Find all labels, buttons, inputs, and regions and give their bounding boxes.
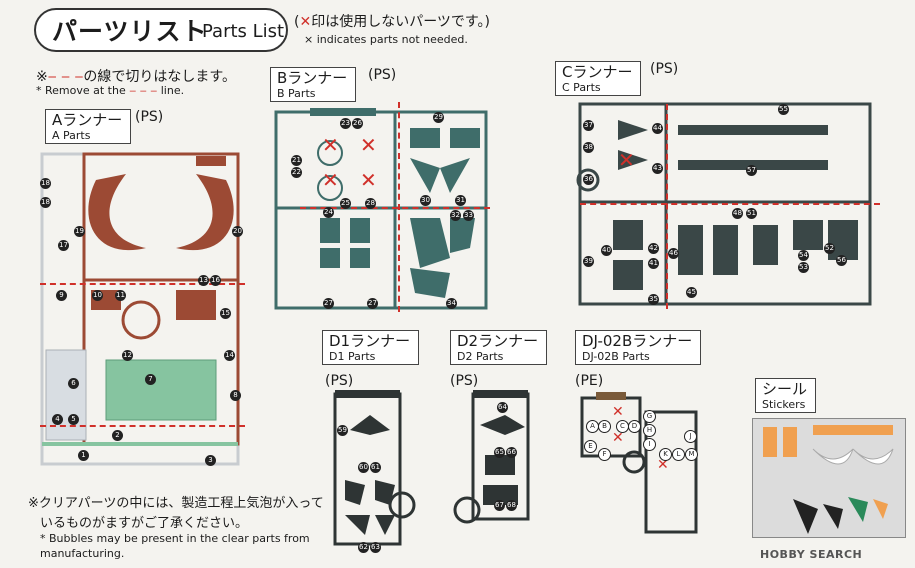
runner-d1-material: (PS) [325,373,354,389]
sticker-sheet [752,418,906,538]
watermark: HOBBY SEARCH [760,548,863,561]
runner-a-label: Aランナー A Parts [45,109,132,144]
runner-dj-label: DJ-02Bランナー DJ-02B Parts [575,330,702,365]
sticker-sheet-art [763,425,894,534]
runner-d1-label: D1ランナー D1 Parts [322,330,420,365]
title-frame [34,8,288,52]
runner-a-numbers: 18 18 [40,178,51,208]
runner-c-material: (PS) [650,61,679,77]
page-title-jp: パーツリスト [52,17,208,46]
runner-c-label: Cランナー C Parts [555,61,642,96]
unused-part-mark: ✕ [657,457,669,473]
bubbles-note-en-1: * Bubbles may be present in the clear pa… [40,532,310,545]
runner-d2-label: D2ランナー D2 Parts [450,330,548,365]
runner-b-cut-line-h [300,207,490,209]
unused-note-en: × indicates parts not needed. [304,33,468,46]
runner-d1-diagram [333,390,416,546]
runner-b-diagram [274,108,488,310]
runner-d2-material: (PS) [450,373,479,389]
runner-b-label: Bランナー B Parts [270,67,357,102]
unused-note: (✕印は使用しないパーツです。) [294,14,490,30]
unused-part-mark: ✕ [360,168,377,192]
page-title-en: Parts List [202,21,285,42]
runner-a-material: (PS) [135,109,164,125]
cut-note-en: * Remove at the ‒ ‒ ‒ line. [36,84,185,97]
unused-x-mark: ✕ [299,14,312,30]
runner-dj-material: (PE) [575,373,604,389]
runner-a-cut-line-2 [40,425,245,427]
runner-c-cut-line-v [666,104,668,309]
runner-a-diagram [40,152,240,466]
unused-part-mark: ✕ [360,133,377,157]
bubbles-note-jp-2: いるものがますがご了承ください。 [40,516,249,531]
sticker-label: シール Stickers [755,378,817,413]
bubbles-note-en-2: manufacturing. [40,547,125,560]
runner-b-material: (PS) [368,67,397,83]
runner-c-cut-line-h [580,203,880,205]
unused-part-mark: ✕ [612,430,624,446]
unused-part-mark: ✕ [618,148,635,172]
unused-part-mark: ✕ [322,168,339,192]
cut-note: ※‒ ‒ ‒の線で切りはなします。 [36,69,236,85]
runner-c-diagram [576,102,872,306]
unused-part-mark: ✕ [612,404,624,420]
bubbles-note-jp-1: ※クリアパーツの中には、製造工程上気泡が入って [28,496,324,511]
unused-part-mark: ✕ [322,133,339,157]
runner-d2-diagram [453,390,530,524]
runner-a-cut-line-1 [40,283,245,285]
